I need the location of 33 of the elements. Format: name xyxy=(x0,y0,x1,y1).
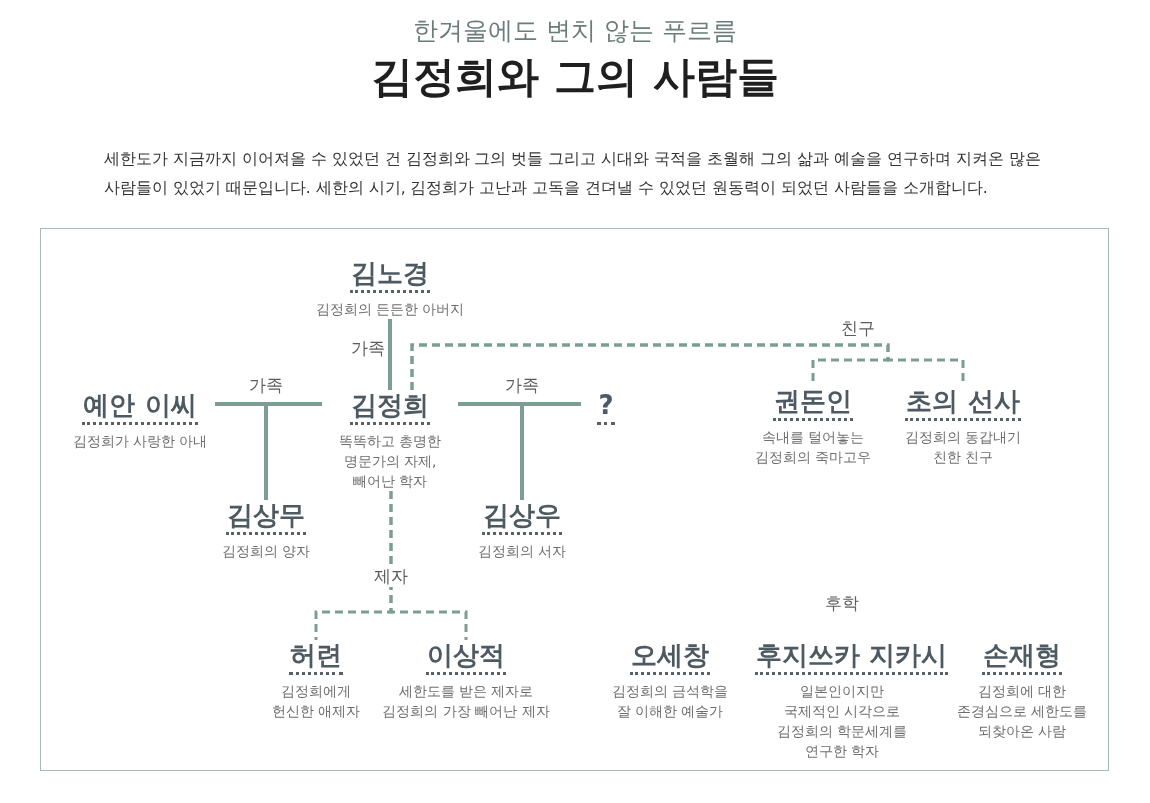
person-name: 허련 xyxy=(289,640,343,675)
title: 김정희와 그의 사람들 xyxy=(371,51,779,103)
person-description: 김정희의 양자 xyxy=(220,542,312,561)
person-name: 예안 이씨 xyxy=(82,390,198,425)
person-name: 김상무 xyxy=(226,500,306,535)
person-name: ? xyxy=(597,390,615,425)
subtitle: 한겨울에도 변치 않는 푸르름 xyxy=(413,15,737,47)
person-description: 김정희가 사랑한 아내 xyxy=(71,432,209,451)
intro-paragraph: 세한도가 지금까지 이어져올 수 있었던 건 김정희와 그의 벗들 그리고 시대와 국적을 초월해 그의 삶과 예술을 연구하며 지켜온 많은 사람들이 있었기 때문입니다. 세한의 시기, 김정희가 고난과 고독을 견뎌낼 수 있었던 원동력이 되었던 사람들을 소개합니다. xyxy=(104,149,1042,199)
person-name: 오세창 xyxy=(630,640,710,675)
person-name: 후지쓰카 지카시 xyxy=(754,640,948,675)
person-name: 손재형 xyxy=(982,640,1062,675)
person-name: 김정희 xyxy=(350,390,430,425)
group-label: 후학 xyxy=(825,592,859,615)
connector-line xyxy=(388,319,392,390)
person-name: 이상적 xyxy=(426,640,506,675)
person-description: 김정희에게 헌신한 애제자 xyxy=(270,682,362,721)
person-description: 속내를 털어놓는 김정희의 죽마고우 xyxy=(753,428,873,467)
person-name: 김상우 xyxy=(482,500,562,535)
person-name: 초의 선사 xyxy=(905,386,1021,421)
person-description: 김정희에 대한 존경심으로 세한도를 되찾아온 사람 xyxy=(955,682,1089,741)
person-name: 김노경 xyxy=(350,258,430,293)
person-description: 김정희의 동갑내기 친한 친구 xyxy=(903,428,1023,467)
person-description: 김정희의 금석학을 잘 이해한 예술가 xyxy=(610,682,730,721)
connector-line xyxy=(264,402,322,500)
person-description: 김정희의 든든한 아버지 xyxy=(314,300,466,319)
person-description: 일본인이지만 국제적인 시각으로 김정희의 학문세계를 연구한 학자 xyxy=(775,682,909,761)
person-description: 세한도를 받은 제자로 김정희의 가장 빼어난 제자 xyxy=(381,682,551,721)
person-name: 권돈인 xyxy=(773,386,853,421)
connector-line xyxy=(520,402,581,500)
dashed-connector-line xyxy=(389,491,468,640)
person-description: 똑똑하고 총명한 명문가의 자제, 빼어난 학자 xyxy=(337,432,443,491)
person-description: 김정희의 서자 xyxy=(476,542,568,561)
